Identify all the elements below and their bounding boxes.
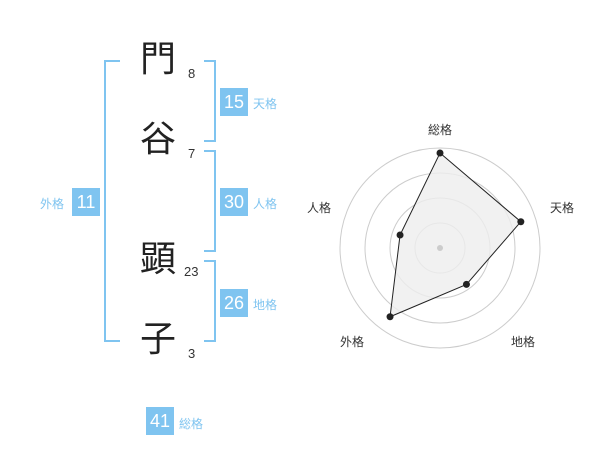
- radar-label-chikaku: 地格: [511, 334, 535, 349]
- jinkaku-bracket: [204, 150, 216, 252]
- radar-ring-1: [414, 222, 466, 274]
- stroke-count-1: 8: [188, 66, 196, 81]
- radar-ring-2: [389, 197, 491, 299]
- gaikaku-value: 11: [72, 188, 100, 216]
- tenkaku-label: 天格: [253, 97, 278, 111]
- radar-label-gaikaku: 外格: [340, 334, 364, 349]
- radar-polygon: [389, 152, 522, 318]
- name-char-1: 門: [140, 39, 177, 80]
- radar-label-tenkaku: 天格: [550, 200, 574, 215]
- name-char-3: 顕: [140, 239, 177, 280]
- tenkaku-value: 15: [220, 88, 248, 116]
- gaikaku-bracket: [104, 60, 120, 342]
- name-char-2: 谷: [140, 119, 177, 160]
- stroke-count-3: 23: [184, 264, 199, 279]
- radar-ring-4: [339, 147, 541, 349]
- chikaku-label: 地格: [253, 298, 278, 312]
- jinkaku-value: 30: [220, 188, 248, 216]
- radar-point-tenkaku: [517, 218, 525, 226]
- radar-point-soukaku: [436, 149, 444, 157]
- radar-point-chikaku: [462, 280, 470, 288]
- soukaku-value: 41: [146, 407, 174, 435]
- stroke-count-4: 3: [188, 346, 196, 361]
- stroke-count-2: 7: [188, 146, 196, 161]
- name-char-4: 子: [140, 319, 177, 360]
- radar-point-jinkaku: [396, 231, 404, 239]
- radar-center-dot: [437, 245, 443, 251]
- tenkaku-bracket: [204, 60, 216, 142]
- radar-point-gaikaku: [386, 313, 394, 321]
- chikaku-value: 26: [220, 289, 248, 317]
- soukaku-label: 総格: [179, 417, 204, 431]
- radar-ring-3: [364, 172, 516, 324]
- gaikaku-label: 外格: [40, 197, 65, 211]
- jinkaku-label: 人格: [253, 197, 278, 211]
- chikaku-bracket: [204, 260, 216, 342]
- radar-label-soukaku: 総格: [428, 122, 452, 137]
- radar-label-jinkaku: 人格: [307, 200, 331, 215]
